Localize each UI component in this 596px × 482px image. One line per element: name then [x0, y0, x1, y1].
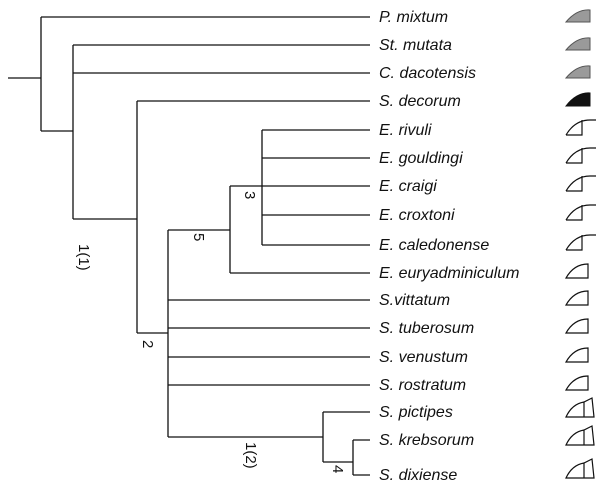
open-spike-icon: [565, 234, 596, 251]
open-spike-icon: [565, 119, 596, 136]
taxon-label-st-mutata: St. mutata: [379, 37, 452, 54]
open-spike-icon: [565, 204, 596, 221]
dome-shaded-icon: [564, 9, 591, 23]
taxon-label-e-rivuli: E. rivuli: [379, 122, 432, 139]
node-label-3: 3: [241, 191, 258, 199]
taxon-labels: P. mixtum St. mutata C. dacotensis S. de…: [379, 9, 520, 482]
taxon-label-p-mixtum: P. mixtum: [379, 9, 448, 26]
node-label-5: 5: [190, 233, 207, 241]
taxon-label-s-dixiense: S. dixiense: [379, 467, 457, 482]
dome-shaded-icon: [564, 37, 591, 51]
node-label-4: 4: [329, 465, 346, 473]
node-label-1-2: 1(2): [242, 442, 259, 469]
taxon-label-s-tuberosum: S. tuberosum: [379, 320, 474, 337]
closed-dome-icon: [564, 347, 589, 363]
taxon-label-c-dacotensis: C. dacotensis: [379, 65, 476, 82]
dome-shaded-icon: [564, 65, 591, 79]
taxon-label-s-decorum: S. decorum: [379, 93, 461, 110]
taxon-label-s-krebsorum: S. krebsorum: [379, 432, 474, 449]
taxon-label-e-euryadminiculum: E. euryadminiculum: [379, 265, 520, 282]
taxon-label-e-caledonense: E. caledonense: [379, 237, 489, 254]
taxon-label-e-craigi: E. craigi: [379, 178, 437, 195]
closed-dome-icon: [564, 263, 589, 279]
node-label-2: 2: [139, 340, 156, 348]
taxon-label-s-vittatum: S.vittatum: [379, 292, 450, 309]
node-label-1-1: 1(1): [75, 244, 92, 271]
taxon-label-s-rostratum: S. rostratum: [379, 377, 466, 394]
open-spike-icon: [565, 175, 596, 192]
tree-branches: [8, 16, 370, 476]
hook-icon: [565, 397, 595, 418]
hook-icon: [565, 458, 595, 479]
node-labels: 1(1) 2 5 3 1(2) 4: [75, 191, 346, 473]
dome-solid-icon: [564, 92, 591, 107]
closed-dome-icon: [564, 375, 589, 391]
closed-dome-icon: [564, 318, 589, 334]
taxon-label-e-gouldingi: E. gouldingi: [379, 150, 463, 167]
taxon-label-s-pictipes: S. pictipes: [379, 404, 453, 421]
open-spike-icon: [565, 147, 596, 164]
taxon-label-e-croxtoni: E. croxtoni: [379, 207, 455, 224]
closed-dome-icon: [564, 290, 589, 306]
taxon-label-s-venustum: S. venustum: [379, 349, 468, 366]
character-state-icons: [564, 9, 596, 479]
hook-icon: [565, 425, 595, 446]
